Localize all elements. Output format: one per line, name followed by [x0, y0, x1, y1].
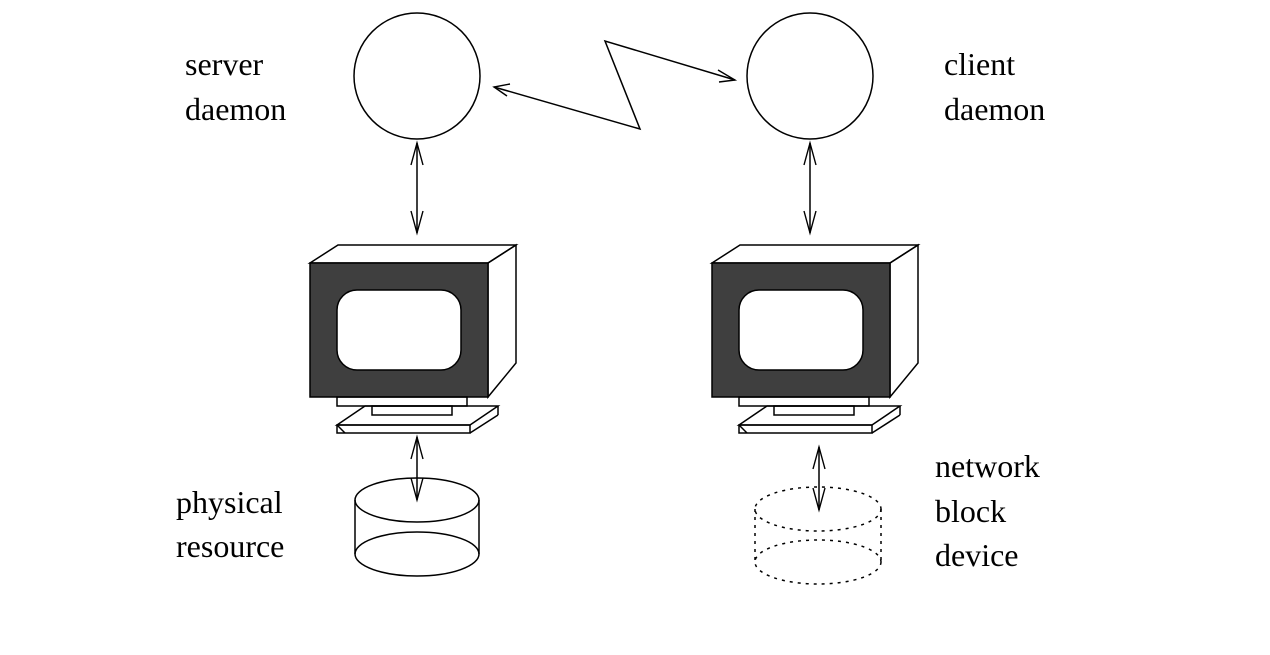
network-block-device-label: network block device: [935, 448, 1048, 573]
client-computer-disk-arrow: [812, 444, 826, 513]
client-daemon-computer-arrow: [803, 140, 817, 236]
keyboard-icon: [334, 396, 501, 434]
screen: [336, 289, 462, 371]
screen: [738, 289, 864, 371]
client-computer: [709, 243, 921, 434]
server-daemon-computer-arrow: [410, 140, 424, 236]
monitor-icon: [307, 243, 519, 400]
physical-resource-label: physical resource: [176, 484, 291, 564]
network-link-arrow: [492, 39, 738, 131]
server-daemon-label: server daemon: [185, 46, 286, 127]
server-daemon-node: [353, 12, 481, 140]
client-daemon-label: client daemon: [944, 46, 1045, 127]
monitor-icon: [709, 243, 921, 400]
server-computer-disk-arrow: [410, 434, 424, 503]
client-daemon-node: [746, 12, 874, 140]
server-computer: [307, 243, 519, 434]
network-block-device-icon: [754, 486, 882, 585]
keyboard-icon: [736, 396, 903, 434]
